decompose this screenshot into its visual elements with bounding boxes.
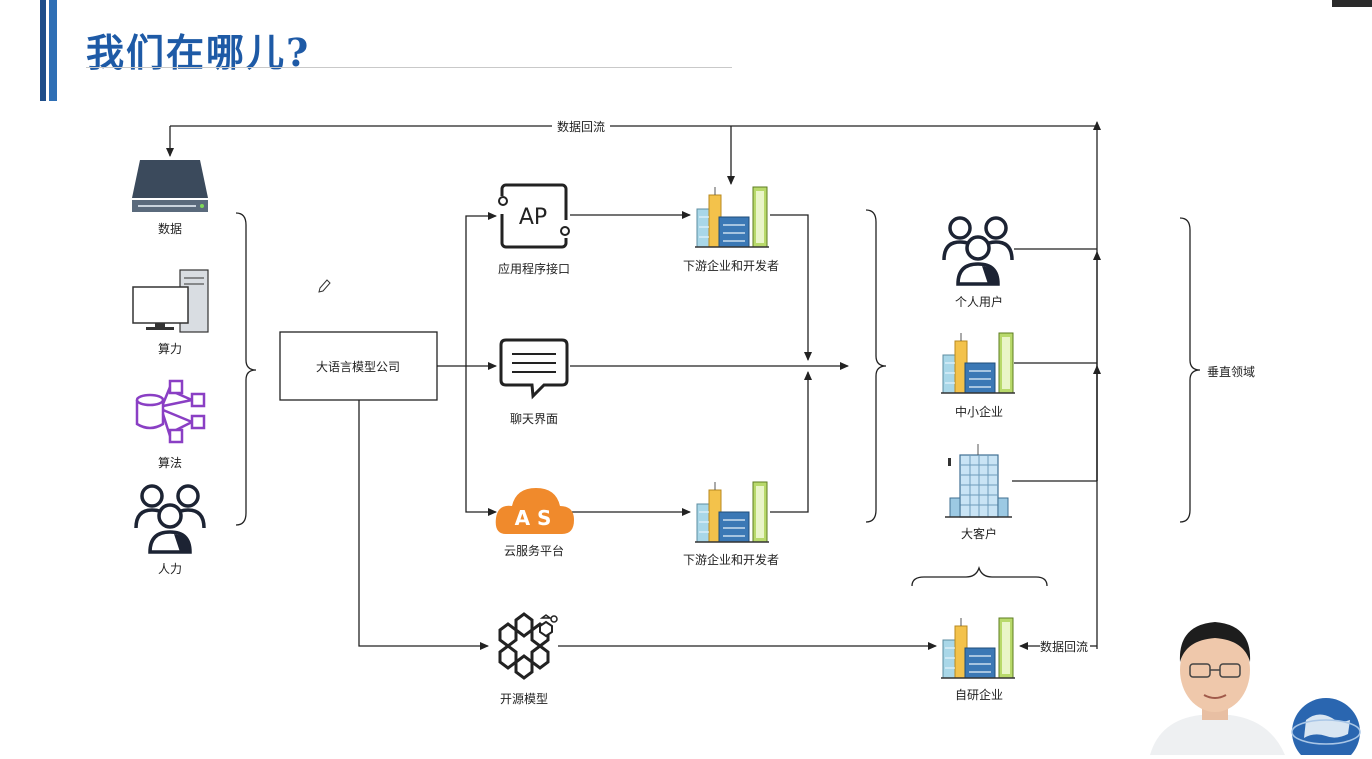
window-corner [1332, 0, 1372, 7]
label-data: 数据 [158, 221, 182, 236]
api-icon [496, 183, 572, 249]
label-open-source: 开源模型 [500, 692, 548, 706]
vertical-bracket [1179, 217, 1201, 523]
presenter-video [1140, 600, 1290, 755]
label-self-dev: 自研企业 [955, 687, 1003, 702]
label-compute: 算力 [158, 341, 182, 356]
title-underline [86, 67, 732, 68]
label-individual: 个人用户 [955, 294, 1003, 309]
algorithm-network-icon [135, 379, 206, 444]
pencil-icon [318, 279, 331, 293]
label-chat: 聊天界面 [510, 412, 558, 426]
title-accent-bar [40, 0, 46, 101]
downstream-bottom-building-icon [694, 481, 770, 543]
label-vertical: 垂直领域 [1207, 365, 1255, 379]
individual-users-icon [942, 216, 1014, 286]
self-dev-building-icon [940, 617, 1016, 679]
title-accent-bar-secondary [49, 0, 57, 101]
globe-logo [1286, 690, 1366, 759]
resources-bracket [235, 212, 257, 526]
chat-bubble-icon [499, 338, 569, 400]
label-api: 应用程序接口 [498, 261, 570, 276]
large-client-tower-icon [945, 444, 1012, 518]
label-cloud: 云服务平台 [504, 543, 564, 558]
computer-icon [132, 269, 209, 333]
label-algorithm: 算法 [158, 455, 182, 470]
label-feedback-bottom: 数据回流 [1040, 639, 1088, 654]
downstream-top-building-icon [694, 186, 770, 248]
label-feedback-top: 数据回流 [557, 119, 605, 134]
sme-building-icon [940, 332, 1016, 394]
manpower-people-icon [134, 484, 206, 554]
api-icon-text: AP [519, 205, 547, 230]
label-downstream-bottom: 下游企业和开发者 [683, 552, 779, 567]
company-label: 大语言模型公司 [316, 360, 400, 374]
open-source-model-icon [498, 612, 558, 680]
downstream-bracket [865, 209, 887, 523]
label-large: 大客户 [961, 526, 997, 541]
label-manpower: 人力 [158, 562, 182, 576]
self-dev-bracket [911, 565, 1048, 587]
label-downstream-top: 下游企业和开发者 [683, 258, 779, 273]
cloud-service-icon [495, 488, 574, 534]
scanner-icon [132, 160, 208, 212]
cloud-icon-text: A S [515, 506, 552, 530]
label-sme: 中小企业 [955, 404, 1003, 419]
